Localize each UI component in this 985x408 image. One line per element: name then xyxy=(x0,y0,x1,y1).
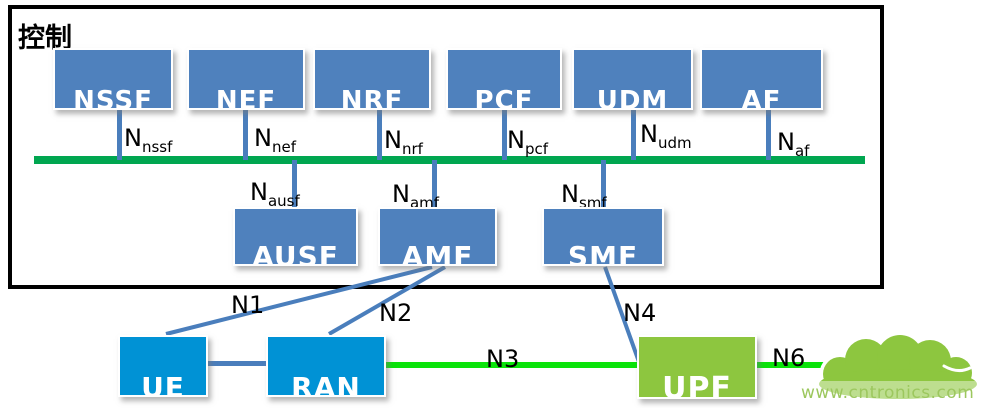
node-label: AUSF xyxy=(252,239,339,266)
node-label: NRF xyxy=(340,85,404,110)
interface-base: N xyxy=(561,180,579,208)
interface-label-nef: Nnef xyxy=(254,124,296,156)
node-label: RAN xyxy=(291,370,361,397)
service-bus-line xyxy=(34,156,865,164)
interface-base: N xyxy=(640,120,658,148)
node-nssf: NSSF xyxy=(53,48,173,110)
interface-sub: nrf xyxy=(401,139,423,158)
watermark-text: www.cntronics.com xyxy=(801,383,975,403)
node-label: UDM xyxy=(596,85,669,110)
node-ue: UE xyxy=(118,335,208,397)
interface-label-pcf: Npcf xyxy=(507,126,548,158)
node-label: SMF xyxy=(567,239,639,266)
node-nef: NEF xyxy=(187,48,305,110)
interface-base: N xyxy=(507,126,525,154)
link-label-n1: N1 xyxy=(231,291,265,319)
interface-base: N xyxy=(384,126,402,154)
connector-af xyxy=(766,109,771,160)
node-ran: RAN xyxy=(266,335,386,397)
interface-sub: nssf xyxy=(141,137,173,156)
connector-pcf xyxy=(502,109,507,160)
link-label-n3: N3 xyxy=(486,345,520,373)
connector-nef xyxy=(243,109,248,160)
link-label-n4: N4 xyxy=(623,299,657,327)
interface-sub: ausf xyxy=(267,191,300,210)
link-label-n2: N2 xyxy=(379,299,413,327)
node-pcf: PCF xyxy=(446,48,562,110)
interface-label-ausf: Nausf xyxy=(250,178,300,210)
interface-base: N xyxy=(254,124,272,152)
node-smf: SMF xyxy=(542,207,664,266)
interface-sub: nef xyxy=(271,137,296,156)
interface-sub: udm xyxy=(657,133,692,152)
node-ausf: AUSF xyxy=(233,207,358,266)
watermark-strip xyxy=(799,381,979,399)
node-upf: UPF xyxy=(637,335,757,399)
node-nrf: NRF xyxy=(313,48,431,110)
node-label: NSSF xyxy=(73,85,153,110)
interface-base: N xyxy=(250,178,268,206)
interface-base: N xyxy=(124,124,142,152)
link-label-n6: N6 xyxy=(772,344,806,372)
node-label: UE xyxy=(141,370,185,397)
connector-amf xyxy=(432,160,437,208)
connector-nrf xyxy=(377,109,382,160)
node-label: NEF xyxy=(215,85,277,110)
link-n3-line xyxy=(384,362,639,368)
interface-label-nrf: Nnrf xyxy=(384,126,423,158)
connector-nssf xyxy=(117,109,122,160)
node-label: UPF xyxy=(662,370,732,399)
connector-udm xyxy=(631,109,636,160)
connector-smf xyxy=(601,160,606,208)
interface-base: N xyxy=(777,128,795,156)
interface-base: N xyxy=(392,180,410,208)
node-af: AF xyxy=(700,48,823,110)
node-label: AF xyxy=(741,85,782,110)
interface-label-af: Naf xyxy=(777,128,809,160)
node-label: AMF xyxy=(401,239,474,266)
interface-sub: pcf xyxy=(524,139,549,158)
node-udm: UDM xyxy=(572,48,693,110)
link-ue-ran xyxy=(206,361,268,366)
node-amf: AMF xyxy=(378,207,497,266)
link-n6-line xyxy=(755,362,833,368)
interface-label-udm: Nudm xyxy=(640,120,692,152)
connector-ausf xyxy=(292,160,297,208)
interface-sub: af xyxy=(794,141,810,160)
node-label: PCF xyxy=(474,85,534,110)
interface-label-nssf: Nnssf xyxy=(124,124,172,156)
